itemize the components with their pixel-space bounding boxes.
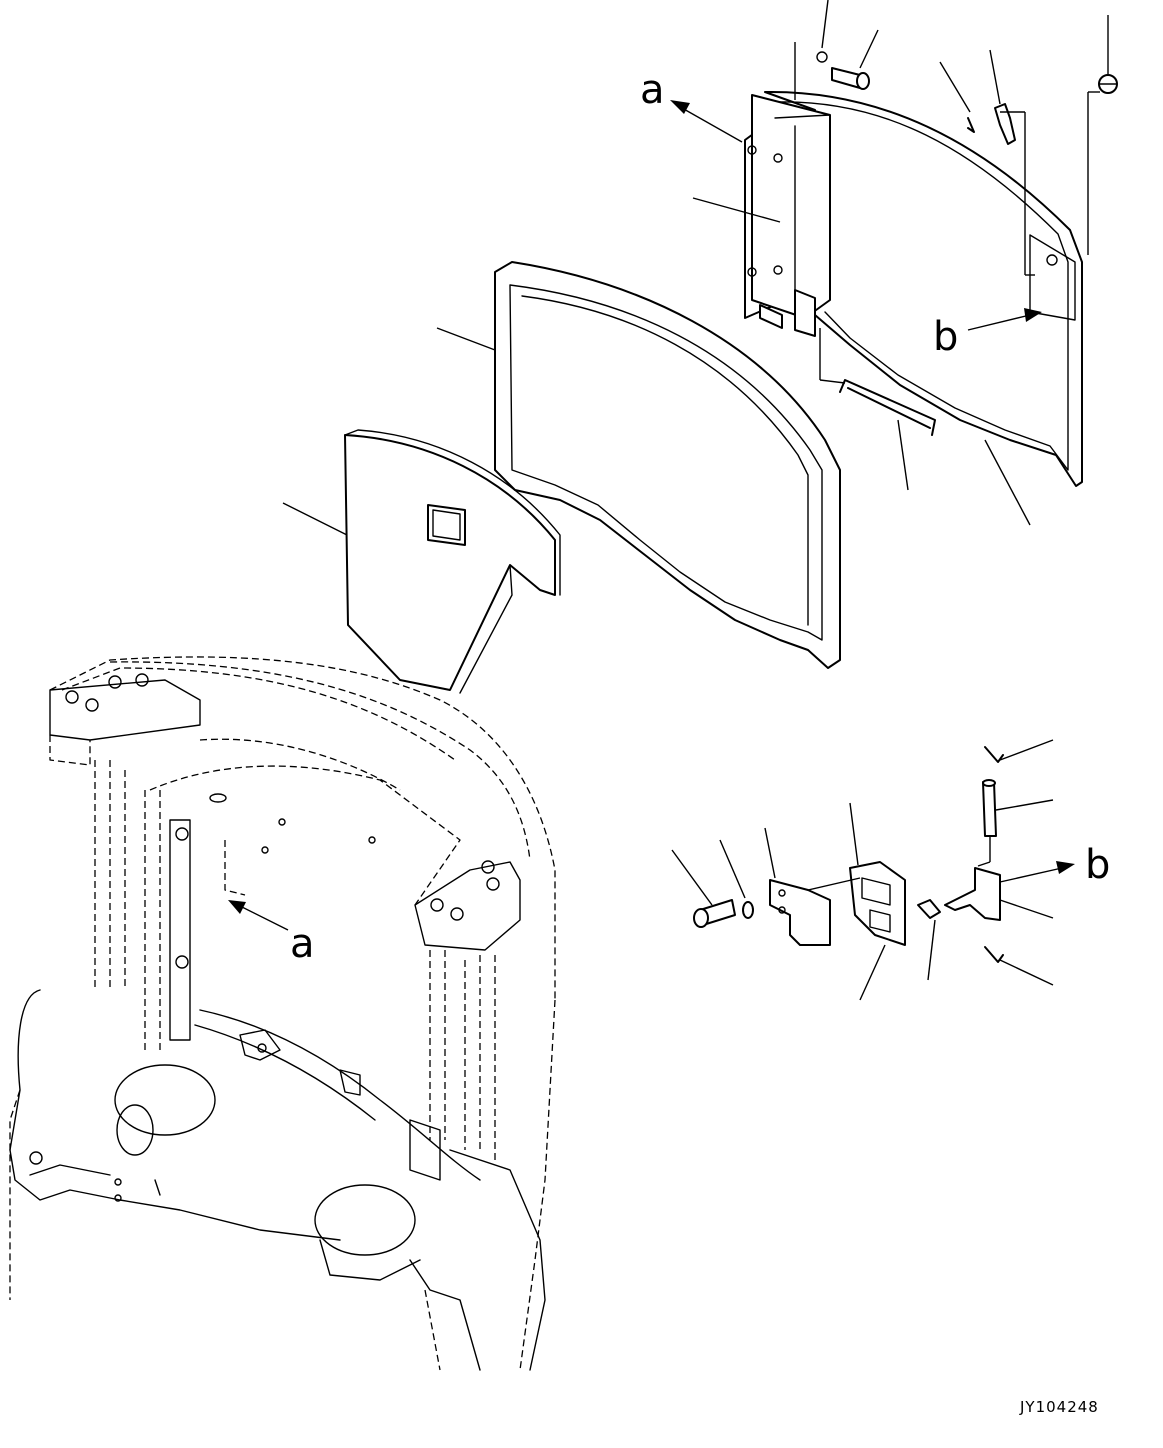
machine-frame <box>9 656 556 1371</box>
top-hardware <box>816 51 1118 145</box>
latch-callout-arrow <box>999 861 1075 883</box>
latch-assembly <box>693 746 1004 963</box>
top-leaders <box>282 0 1109 536</box>
callout-a-frame: a <box>290 921 315 967</box>
handle-rod <box>839 379 936 436</box>
drawing-code: JY104248 <box>1019 1398 1099 1416</box>
callout-b-latch: b <box>1085 842 1110 888</box>
gasket-seal <box>494 261 841 669</box>
latch-leaders <box>671 739 1054 1001</box>
callout-a-top: a <box>640 67 665 113</box>
hinge-bracket <box>744 94 831 337</box>
door-panel <box>764 90 1083 487</box>
callout-b-top: b <box>933 314 958 360</box>
cover-plate <box>344 429 561 694</box>
frame-callout-arrow <box>228 900 289 931</box>
top-callout-arrows <box>670 100 1042 331</box>
